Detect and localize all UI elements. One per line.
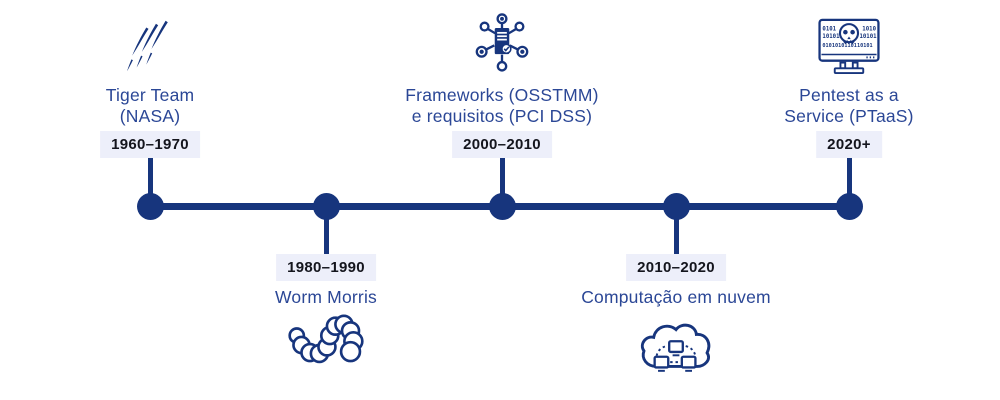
skull-monitor-icon: 0101 10101 1010 10101 0101010110110101: [811, 14, 887, 82]
date-badge: 2000–2010: [452, 131, 552, 158]
timeline-dot: [662, 193, 690, 220]
milestone-tiger-team: Tiger Team (NASA) 1960–1970: [35, 0, 265, 400]
timeline-dot: [488, 193, 516, 220]
connector-1980: [323, 207, 329, 255]
date-badge: 1980–1990: [276, 254, 376, 281]
milestone-title: Tiger Team (NASA): [35, 85, 265, 127]
milestone-ptaas: 0101 10101 1010 10101 0101010110110101 P…: [734, 0, 964, 400]
title-line: Service (PTaaS): [784, 106, 914, 126]
connector-2000: [499, 157, 505, 207]
timeline-dot: [835, 193, 863, 220]
date-badge: 2020+: [816, 131, 882, 158]
binary-text: 0101010110110101: [822, 43, 872, 49]
binary-text: 10101: [822, 34, 840, 40]
milestone-title: Computação em nuvem: [561, 287, 791, 308]
network-document-icon: [471, 12, 533, 79]
milestone-title: Worm Morris: [211, 287, 441, 308]
title-line: Worm Morris: [274, 287, 377, 307]
cloud-network-icon: [637, 316, 715, 387]
binary-text: 10101: [859, 34, 877, 40]
milestone-cloud-computing: 2010–2020 Computação em nuvem: [561, 0, 791, 400]
title-line: e requisitos (PCI DSS): [411, 106, 593, 126]
date-badge: 1960–1970: [100, 131, 200, 158]
worm-icon: [280, 312, 372, 383]
milestone-title: Frameworks (OSSTMM) e requisitos (PCI DS…: [387, 85, 617, 127]
title-line: Tiger Team: [105, 85, 195, 105]
timeline-dot: [136, 193, 164, 220]
title-line: (NASA): [119, 106, 181, 126]
connector-2010: [673, 207, 679, 255]
date-badge: 2010–2020: [626, 254, 726, 281]
milestone-worm-morris: 1980–1990 Worm Morris: [211, 0, 441, 400]
title-line: Frameworks (OSSTMM): [405, 85, 599, 105]
claw-marks-icon: [127, 18, 173, 79]
timeline-dot: [312, 193, 340, 220]
binary-text: 0101: [822, 26, 836, 32]
binary-text: 1010: [862, 26, 876, 32]
milestone-frameworks: Frameworks (OSSTMM) e requisitos (PCI DS…: [387, 0, 617, 400]
connector-1960: [147, 157, 153, 207]
milestone-title: Pentest as a Service (PTaaS): [734, 85, 964, 127]
title-line: Pentest as a: [799, 85, 899, 105]
connector-2020: [846, 157, 852, 207]
title-line: Computação em nuvem: [581, 287, 771, 307]
